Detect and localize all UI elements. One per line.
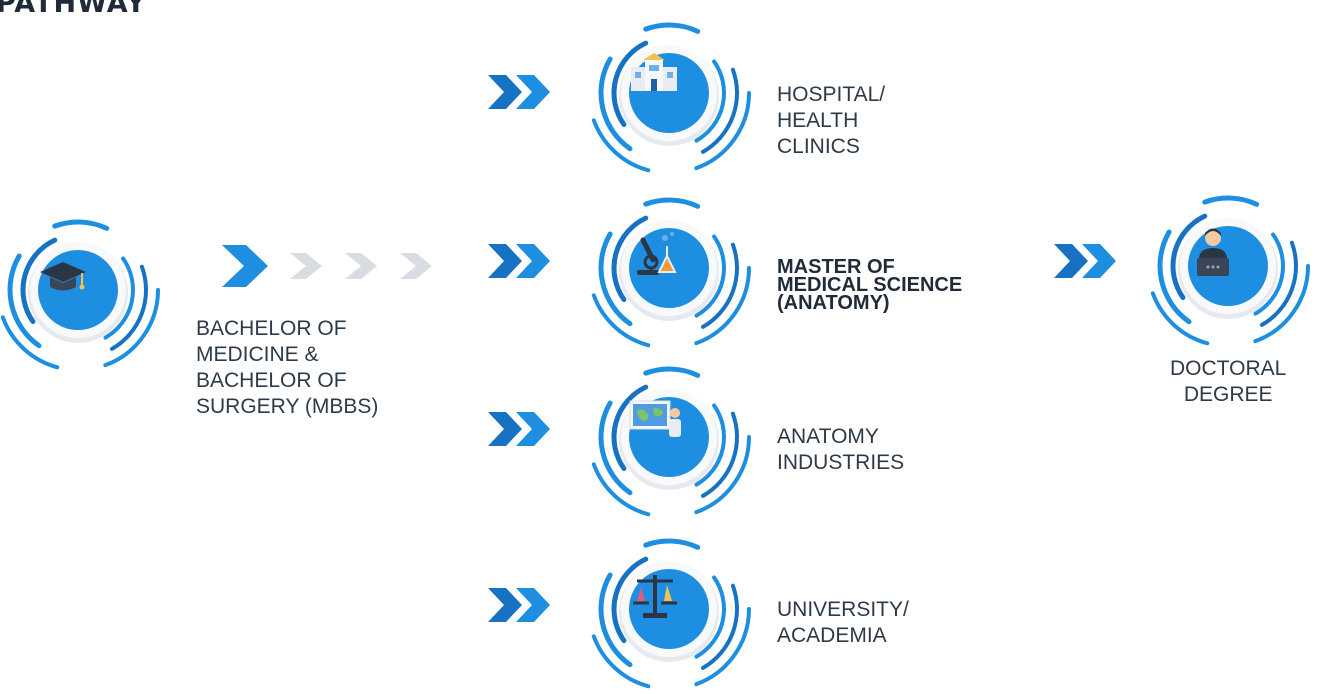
hospital-icon	[627, 51, 711, 135]
double-chevron	[488, 75, 550, 109]
ring-arc	[611, 556, 649, 644]
ring-arc	[611, 215, 649, 303]
ring-arc	[694, 403, 726, 487]
ring-arc	[598, 400, 633, 496]
ring-arc	[643, 366, 701, 378]
label-line: HEALTH	[777, 109, 859, 132]
label-line: HOSPITAL/	[777, 83, 886, 106]
balance-scale-icon	[627, 567, 711, 651]
ring-arc	[52, 219, 110, 231]
label-line: BACHELOR OF	[196, 317, 347, 340]
ring-arc	[7, 253, 42, 349]
ring-arc	[591, 118, 651, 173]
ring-arc	[701, 242, 739, 329]
label-line: CLINICS	[777, 135, 860, 158]
ring-arc	[598, 572, 633, 668]
ring-arc	[1253, 232, 1285, 316]
ring-arc	[591, 293, 651, 348]
label-line: DOCTORAL	[1170, 357, 1287, 380]
page-title: PATHWAY	[0, 0, 147, 19]
start-label: BACHELOR OF MEDICINE & BACHELOR OF SURGE…	[196, 316, 378, 420]
chevron-icon	[345, 253, 377, 279]
ring-arc	[103, 256, 135, 340]
branch-node-university	[584, 524, 754, 694]
ring-core	[629, 569, 709, 649]
double-chevron	[488, 244, 550, 278]
branch-node-industries	[584, 352, 754, 522]
ring-arc	[643, 538, 701, 550]
ring-arc	[1260, 240, 1298, 327]
branch-label-hospital: HOSPITAL/ HEALTH CLINICS	[777, 82, 885, 160]
ring-arc	[1170, 213, 1208, 301]
ring-arc	[701, 67, 739, 154]
label-line: MEDICINE &	[196, 343, 319, 366]
double-chevron	[1054, 244, 1116, 278]
ring-arc	[701, 411, 739, 498]
ring-arc	[598, 56, 633, 152]
ring-arc	[694, 435, 751, 515]
branch-label-university: UNIVERSITY/ ACADEMIA	[777, 597, 909, 649]
ring-arc	[643, 22, 701, 34]
ring-arc	[1253, 264, 1310, 344]
label-line: SURGERY (MBBS)	[196, 395, 379, 418]
ring-arc	[611, 384, 649, 472]
end-node	[1143, 181, 1313, 351]
chevron-icon	[290, 253, 322, 279]
microscope-icon	[627, 226, 711, 310]
ring-arc	[0, 315, 60, 370]
branch-label-masters: MASTER OF MEDICAL SCIENCE (ANATOMY)	[777, 256, 963, 314]
ring-arc	[694, 266, 751, 346]
ring-arc	[643, 197, 701, 209]
label-line: ACADEMIA	[777, 624, 887, 647]
ring-arc	[103, 288, 160, 368]
ring-arc	[701, 583, 739, 670]
ring-arc	[694, 91, 751, 171]
ring-arc	[1157, 229, 1192, 325]
branch-label-industries: ANATOMY INDUSTRIES	[777, 424, 904, 476]
ring-arc	[694, 234, 726, 318]
label-line: BACHELOR OF	[196, 369, 347, 392]
ring-arc	[110, 264, 148, 351]
branch-node-masters	[584, 183, 754, 353]
end-label: DOCTORAL DEGREE	[1170, 356, 1286, 408]
branch-node-hospital	[584, 8, 754, 178]
ring-arc	[1202, 195, 1260, 207]
ring-arc	[694, 607, 751, 687]
label-line: MEDICAL SCIENCE	[777, 274, 963, 296]
label-line: ANATOMY	[777, 425, 879, 448]
label-line: INDUSTRIES	[777, 451, 905, 474]
ring-arc	[611, 40, 649, 128]
start-node	[0, 205, 163, 375]
graduation-cap-icon	[36, 248, 120, 332]
ring-arc	[1150, 291, 1210, 346]
label-line: (ANATOMY)	[777, 292, 890, 314]
lecturer-podium-icon	[1186, 224, 1270, 308]
ring-arc	[20, 237, 58, 325]
double-chevron	[488, 588, 550, 622]
ring-arc	[598, 231, 633, 327]
double-chevron	[488, 412, 550, 446]
ring-arc	[591, 462, 651, 517]
label-line: MASTER OF	[777, 256, 895, 278]
ring-arc	[694, 575, 726, 659]
chevron-icon	[400, 253, 432, 279]
presentation-board-icon	[627, 395, 711, 479]
label-line: UNIVERSITY/	[777, 598, 909, 621]
progress-chevrons	[222, 245, 432, 287]
ring-graphic	[591, 538, 751, 689]
label-line: DEGREE	[1183, 383, 1273, 406]
ring-arc	[694, 59, 726, 143]
chevron-icon	[222, 245, 268, 287]
